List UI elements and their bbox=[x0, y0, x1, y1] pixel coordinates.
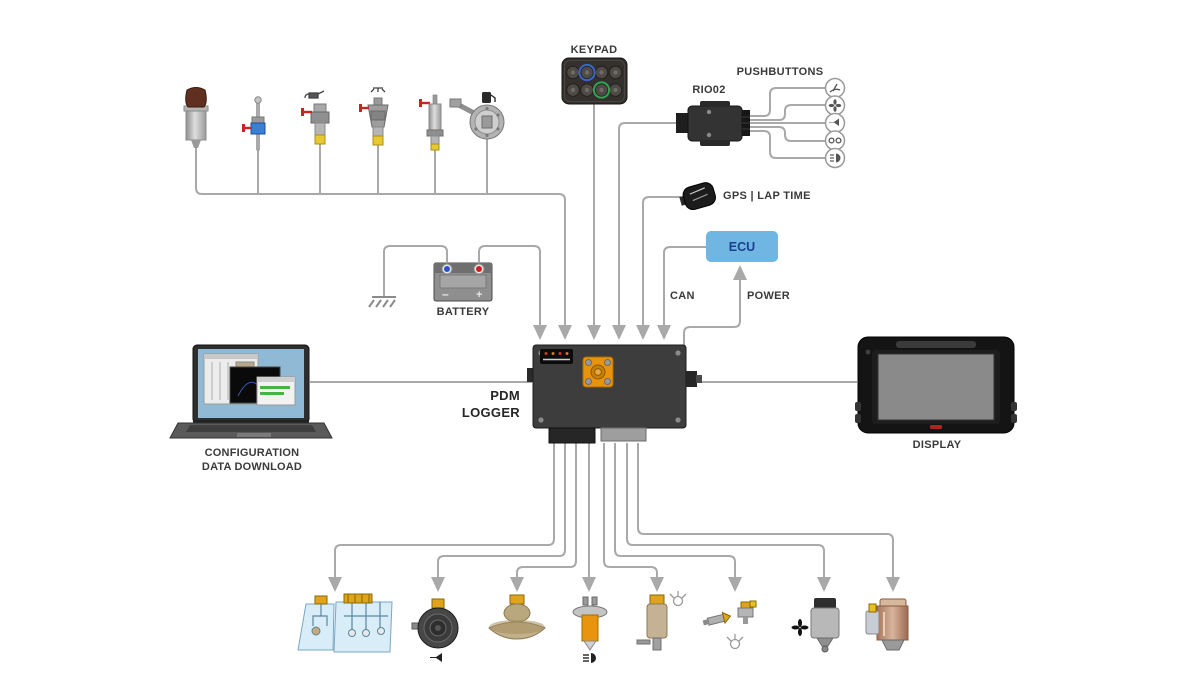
can-label: CAN bbox=[670, 290, 695, 302]
fuel-level-sender bbox=[449, 92, 505, 140]
pdm-label-line2: LOGGER bbox=[461, 404, 520, 420]
laptop-software-windows bbox=[203, 353, 296, 406]
wire-out6 bbox=[614, 443, 742, 592]
pdm-logger-device bbox=[527, 344, 702, 444]
gps-module bbox=[679, 182, 716, 211]
coolant-temp-icon bbox=[370, 87, 386, 93]
battery-device: – + bbox=[433, 262, 493, 302]
washer-spray-glyph bbox=[669, 591, 687, 607]
water-temperature-sensor bbox=[359, 87, 389, 146]
keypad-blue-ring bbox=[578, 63, 596, 82]
wire-out2 bbox=[431, 443, 566, 592]
rio02-module bbox=[676, 101, 750, 146]
rio02-label: RIO02 bbox=[692, 84, 726, 96]
high-beam-icon bbox=[824, 147, 846, 169]
pdm-logger-label: PDM LOGGER bbox=[440, 388, 520, 422]
battery-minus: – bbox=[442, 287, 449, 301]
wire-can bbox=[657, 246, 706, 340]
fuel-pump-icon bbox=[482, 92, 496, 103]
fluid-reservoir-sensor bbox=[183, 87, 209, 148]
pdm-orange-connector bbox=[582, 356, 614, 388]
battery-label: BATTERY bbox=[436, 306, 490, 318]
wire-battery-ground bbox=[383, 245, 448, 296]
wire-battery-plus bbox=[478, 245, 547, 340]
configuration-label-line1: CONFIGURATION bbox=[204, 447, 300, 459]
pdm-label-line1: PDM bbox=[490, 388, 520, 403]
keypad-green-ring bbox=[592, 81, 611, 99]
high-beam-glyph bbox=[583, 653, 596, 663]
keypad-label: KEYPAD bbox=[570, 44, 618, 56]
wire-power bbox=[683, 265, 747, 345]
wire-out7 bbox=[626, 443, 831, 592]
pushbutton-icons bbox=[824, 77, 846, 169]
wire-pushbutton2 bbox=[748, 104, 825, 121]
configuration-label: CONFIGURATION DATA DOWNLOAD bbox=[167, 447, 337, 475]
wire-pushbutton4 bbox=[748, 126, 825, 142]
fuel-pump-tank-device bbox=[488, 594, 546, 640]
washer-pump-device bbox=[636, 591, 687, 651]
horn-glyph bbox=[430, 653, 442, 662]
fan-motor-device bbox=[791, 598, 840, 653]
pdm-bottom-connector-left bbox=[548, 427, 596, 444]
gold-connectors bbox=[314, 593, 373, 605]
fan-glyph bbox=[791, 619, 809, 636]
wire-pushbutton1 bbox=[748, 87, 825, 117]
configuration-label-line2: DATA DOWNLOAD bbox=[201, 460, 303, 473]
washer-jets-device bbox=[702, 600, 757, 650]
wire-sensor-bus bbox=[195, 148, 572, 340]
display-logo bbox=[930, 425, 942, 429]
display-device bbox=[855, 336, 1017, 434]
washer-spray-glyph-2 bbox=[726, 634, 744, 650]
pdm-led-display bbox=[540, 349, 573, 364]
ecu-box: ECU bbox=[706, 231, 778, 262]
oil-can-icon bbox=[304, 90, 325, 99]
pdm-bottom-connector-right bbox=[600, 427, 647, 442]
display-label: DISPLAY bbox=[912, 439, 962, 451]
keypad-device bbox=[561, 57, 628, 105]
pushbuttons-label: PUSHBUTTONS bbox=[736, 66, 824, 78]
gps-label: GPS | LAP TIME bbox=[723, 190, 811, 202]
level-dipstick-sensor bbox=[242, 96, 266, 151]
oil-pressure-sensor bbox=[301, 90, 330, 145]
wire-out1 bbox=[328, 443, 555, 592]
wire-gps bbox=[636, 196, 681, 340]
heated-windows-device bbox=[297, 593, 393, 653]
battery-plus: + bbox=[476, 289, 482, 301]
pressure-sensor bbox=[419, 94, 444, 151]
position-lights-icon bbox=[824, 130, 846, 151]
power-label: POWER bbox=[747, 290, 791, 302]
headlight-bulb-device bbox=[572, 596, 608, 663]
starter-motor-device bbox=[865, 598, 909, 651]
wire-out8 bbox=[637, 443, 900, 592]
horn-device bbox=[411, 598, 459, 662]
laptop-device bbox=[169, 344, 333, 439]
wire-out3 bbox=[510, 443, 577, 592]
wire-rio02 bbox=[612, 122, 676, 340]
ground-symbol bbox=[368, 296, 396, 308]
wiring-layer bbox=[195, 87, 900, 592]
wire-out5 bbox=[603, 443, 664, 592]
wiper-icon bbox=[824, 77, 846, 99]
horn-icon bbox=[824, 112, 846, 134]
fan-icon bbox=[824, 95, 846, 116]
wire-pushbutton5 bbox=[748, 130, 825, 159]
